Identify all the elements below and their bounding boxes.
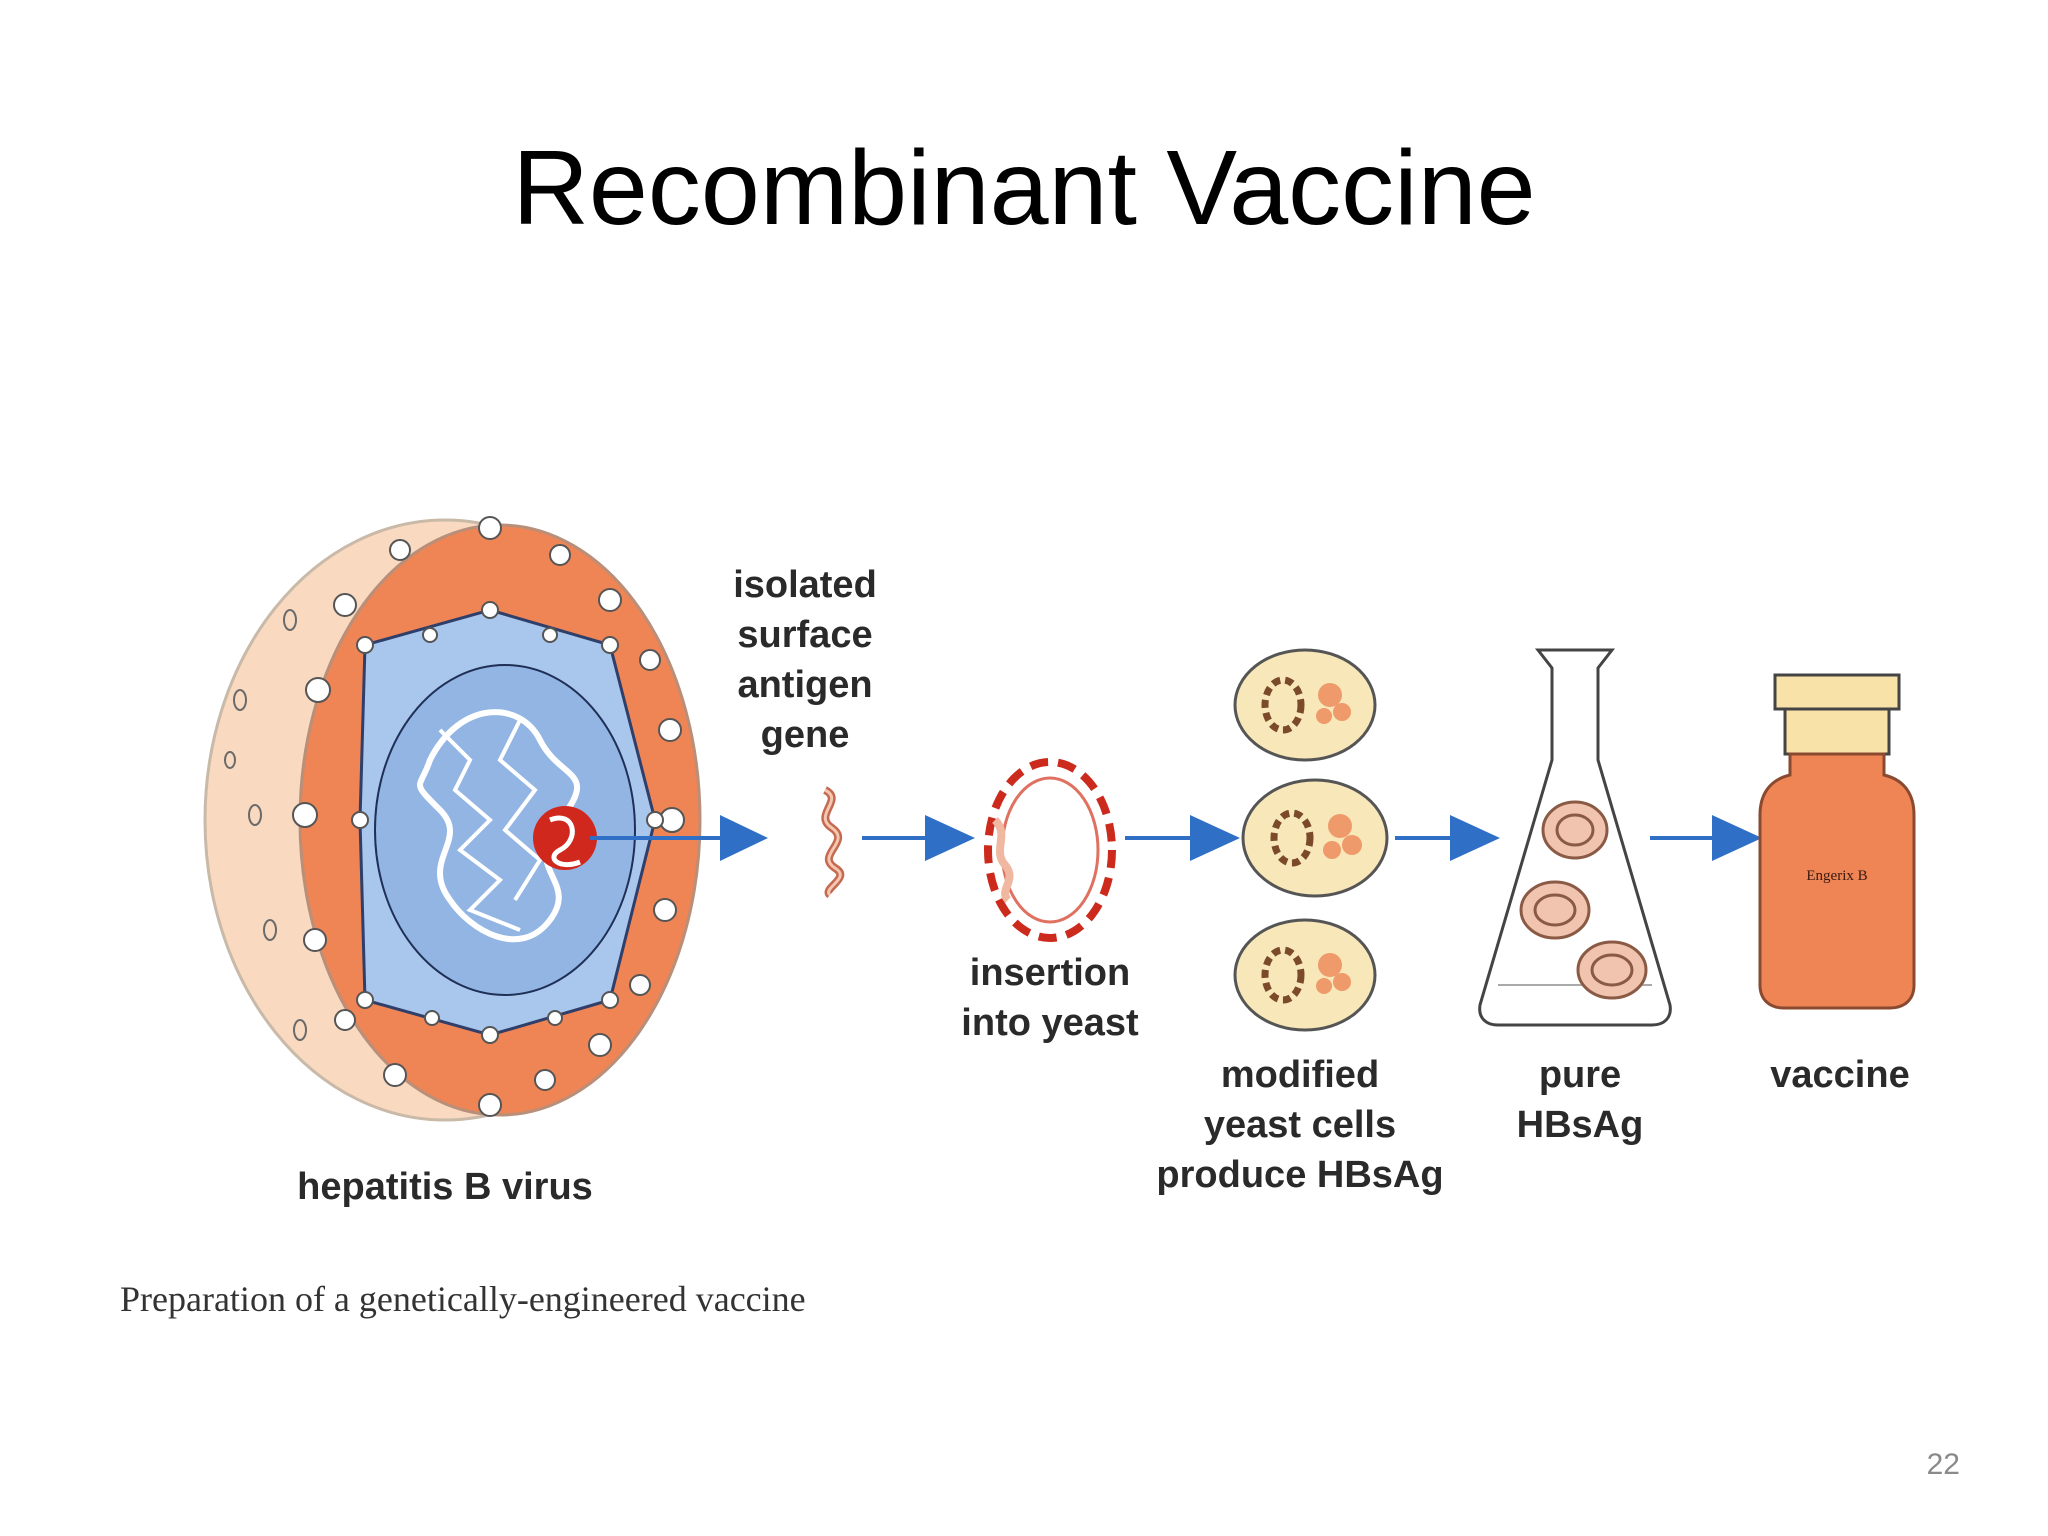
- yeast-cell: [1233, 918, 1377, 1032]
- arrow-1-head: [720, 815, 768, 861]
- surface-antigen-gene-highlight: [533, 806, 597, 870]
- label-insertion-into-yeast: insertion into yeast: [930, 948, 1170, 1048]
- label-line: antigen: [737, 664, 873, 706]
- label-line: insertion: [969, 952, 1131, 994]
- gene-highlight-dna: [549, 815, 581, 868]
- virus-surface-proteins: [292, 516, 685, 1117]
- label-line: HBsAg: [1516, 1104, 1644, 1146]
- figure-caption: Preparation of a genetically-engineered …: [120, 1279, 806, 1319]
- slide-title: Recombinant Vaccine: [512, 129, 1536, 247]
- label-isolated-gene: isolated surface antigen gene: [715, 560, 895, 760]
- label-line: produce HBsAg: [1156, 1154, 1444, 1196]
- vaccine-vial: Engerix B: [1758, 673, 1916, 1010]
- recombinant-plasmid: [984, 758, 1116, 942]
- label-line: gene: [760, 714, 850, 756]
- viral-dna-strand: [417, 709, 581, 943]
- label-modified-yeast-cells: modified yeast cells produce HBsAg: [1130, 1050, 1470, 1200]
- label-pure-hbsag: pure HBsAg: [1490, 1050, 1670, 1150]
- vial-label: Engerix B: [1806, 868, 1867, 884]
- label-hepatitis-b-virus: hepatitis B virus: [297, 1166, 593, 1208]
- outer-shell-markings: [224, 609, 307, 1041]
- label-line: modified: [1220, 1054, 1380, 1096]
- yeast-cell: [1233, 648, 1377, 762]
- hbsag-particles: [1519, 800, 1648, 1000]
- yeast-cell: [1241, 778, 1389, 898]
- hepatitis-b-virus: [203, 516, 702, 1122]
- label-line: isolated: [733, 564, 877, 606]
- viral-dna-strand-2: [438, 728, 521, 932]
- arrow-4-head: [1450, 815, 1500, 861]
- purification-flask: [1478, 648, 1672, 1027]
- label-line: surface: [737, 614, 873, 656]
- arrow-3-head: [1190, 815, 1240, 861]
- isolated-gene-fragment-inner: [823, 788, 842, 897]
- arrow-2-head: [925, 815, 975, 861]
- label-line: into yeast: [961, 1002, 1139, 1044]
- slide-number: 22: [1926, 1448, 1960, 1481]
- modified-yeast-cells: [1233, 648, 1389, 1032]
- arrow-5-head: [1712, 815, 1762, 861]
- label-line: yeast cells: [1203, 1104, 1397, 1146]
- label-vaccine: vaccine: [1770, 1054, 1910, 1096]
- viral-dna-strand-3: [497, 719, 543, 902]
- label-line: pure: [1538, 1054, 1622, 1096]
